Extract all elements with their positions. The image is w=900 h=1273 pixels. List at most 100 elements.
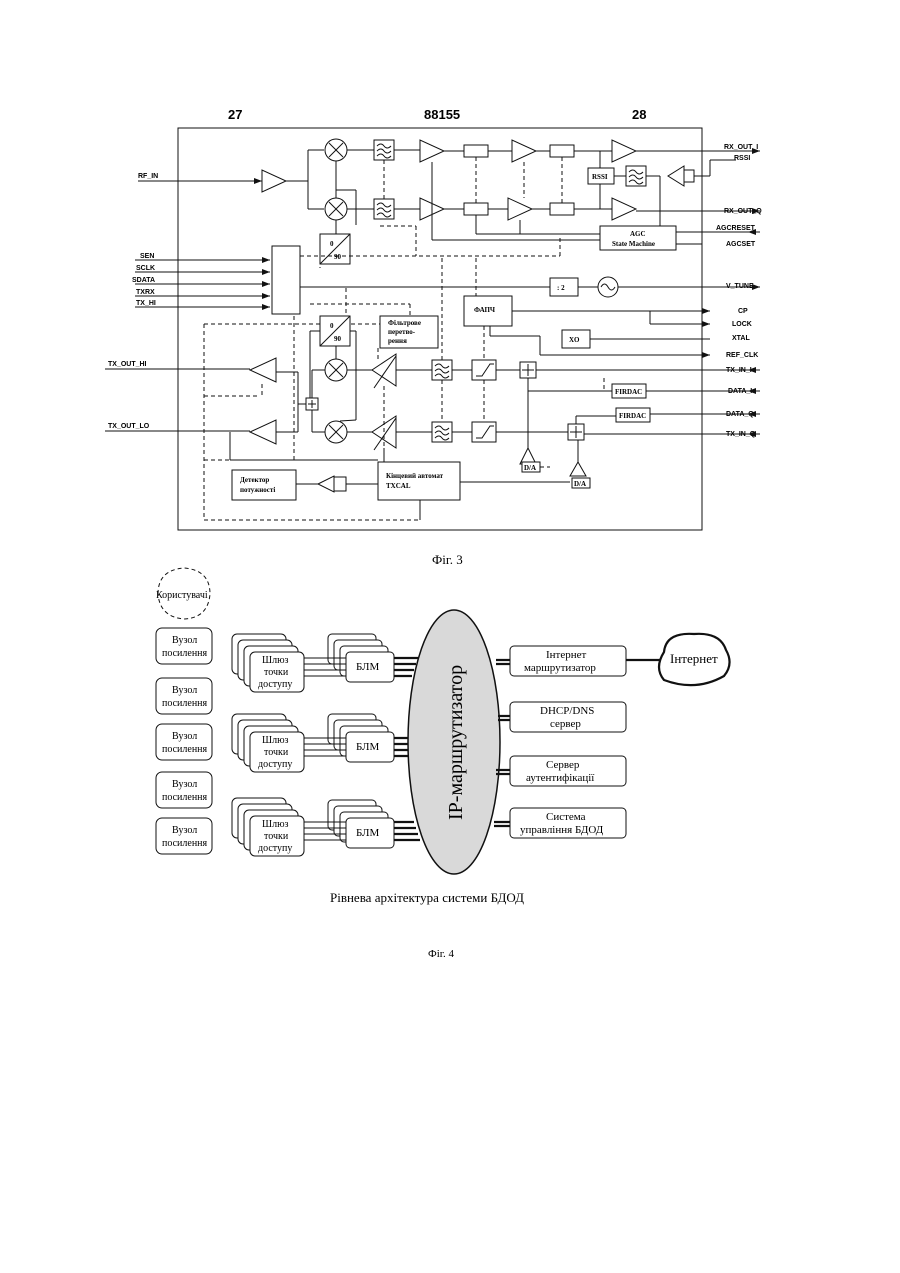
figure-4-subtitle: Рівнева архітектура системи БДОД (330, 890, 524, 905)
blm-stack-3: БЛМ (328, 800, 394, 848)
tx-amp-hi (250, 358, 276, 382)
tx-vga-i (372, 354, 396, 386)
signal-rssi: RSSI (734, 155, 750, 162)
signal-ref-clk: REF_CLK (726, 352, 758, 359)
signal-data-i: DATA_I (728, 388, 752, 395)
header-88155: 88155 (424, 107, 460, 122)
rssi-label: RSSI (592, 173, 608, 181)
rx-amp-i-2 (512, 140, 536, 162)
svg-text:точки: точки (264, 667, 289, 678)
svg-text:доступу: доступу (258, 843, 292, 854)
figure-3: 27 88155 28 RF_IN SEN SCLK SDATA TXRX TX… (105, 107, 762, 567)
rx-dc-block-q-1 (464, 203, 488, 215)
xo-label: XO (569, 336, 580, 344)
server-dhcp-dns: DHCP/DNS сервер (510, 702, 626, 732)
filter-label-2: перетво- (388, 328, 416, 336)
ip-router-label: IP-маршрутизатор (445, 665, 467, 820)
svg-text:Вузол: Вузол (172, 685, 197, 696)
rssi-filter (626, 166, 646, 186)
fsm-label-2: TXCAL (386, 482, 411, 490)
svg-text:аутентифікації: аутентифікації (526, 772, 595, 784)
da-2-label: D/A (574, 480, 586, 488)
rx-amp-q-out (612, 198, 636, 220)
filter-label-1: Фільтрове (388, 319, 421, 327)
users-label: Користувачі (156, 590, 208, 601)
rx-amp-i-1 (420, 140, 444, 162)
svg-text:маршрутизатор: маршрутизатор (524, 662, 596, 674)
repeater-node-2: Вузол посилення (156, 678, 212, 714)
svg-text:доступу: доступу (258, 759, 292, 770)
svg-text:БЛМ: БЛМ (356, 741, 380, 753)
signal-agcreset: AGCRESET (716, 225, 756, 232)
svg-text:доступу: доступу (258, 679, 292, 690)
figure-3-caption: Фіг. 3 (432, 552, 463, 567)
tx-filter-q (432, 422, 452, 442)
serial-interface-block (272, 246, 300, 314)
detector-buffer (318, 476, 334, 492)
signal-arrows (254, 148, 760, 437)
signal-sclk: SCLK (136, 265, 155, 272)
phase-rx-0: 0 (330, 240, 334, 248)
tx-limiter-i (472, 360, 496, 380)
signal-tx-hi: TX_HI (136, 300, 156, 307)
rf-amplifier (262, 170, 286, 192)
phase-tx-90: 90 (334, 335, 342, 343)
signal-lock: LOCK (732, 321, 752, 328)
gateway-stack-2: Шлюз точки доступу (232, 714, 304, 772)
filter-label-3: рення (388, 337, 407, 345)
gateway-stack-3: Шлюз точки доступу (232, 798, 304, 856)
svg-text:Шлюз: Шлюз (262, 819, 289, 830)
rx-amp-q-2 (508, 198, 532, 220)
detector-label-1: Детектор (240, 476, 269, 484)
repeater-node-3: Вузол посилення (156, 724, 212, 760)
firdac-i-label: FIRDAC (615, 388, 642, 396)
phase-rx-90: 90 (334, 253, 342, 261)
signal-xtal: XTAL (732, 335, 750, 342)
svg-text:Інтернет: Інтернет (546, 649, 587, 661)
signal-sdata: SDATA (132, 277, 155, 284)
repeater-node-4: Вузол посилення (156, 772, 212, 808)
svg-text:посилення: посилення (162, 838, 208, 849)
tx-filter-i (432, 360, 452, 380)
da-2-triangle (570, 462, 586, 476)
header-27: 27 (228, 107, 242, 122)
rssi-buffer (668, 166, 684, 186)
repeater-node-1: Вузол посилення (156, 628, 212, 664)
figure-4: Користувачі Вузол посилення Вузол посиле… (156, 568, 730, 960)
detector-label-2: потужності (240, 486, 275, 494)
firdac-q-label: FIRDAC (619, 412, 646, 420)
pll-label: ФАПЧ (474, 306, 496, 314)
signal-rf-in: RF_IN (138, 173, 158, 180)
rx-dc-block-i-1 (464, 145, 488, 157)
repeater-node-5: Вузол посилення (156, 818, 212, 854)
power-detector (232, 470, 296, 500)
signal-v-tune: V_TUNE (726, 283, 754, 290)
da-1-label: D/A (524, 464, 536, 472)
gateway-stack-1: Шлюз точки доступу (232, 634, 304, 692)
svg-text:БЛМ: БЛМ (356, 661, 380, 673)
rx-filter-q (374, 199, 394, 219)
signal-tx-out-hi: TX_OUT_HI (108, 361, 147, 368)
header-28: 28 (632, 107, 646, 122)
svg-text:точки: точки (264, 747, 289, 758)
phase-tx-0: 0 (330, 322, 334, 330)
svg-text:Вузол: Вузол (172, 779, 197, 790)
svg-text:Вузол: Вузол (172, 825, 197, 836)
svg-text:посилення: посилення (162, 744, 208, 755)
svg-text:БЛМ: БЛМ (356, 827, 380, 839)
svg-text:сервер: сервер (550, 718, 581, 730)
server-internet-router: Інтернет маршрутизатор (510, 646, 626, 676)
divider-label: : 2 (557, 284, 565, 292)
agc-label-2: State Machine (612, 240, 655, 248)
server-management: Система управління БДОД (510, 808, 626, 838)
svg-text:Шлюз: Шлюз (262, 735, 289, 746)
svg-text:Сервер: Сервер (546, 759, 580, 771)
signal-cp: CP (738, 308, 748, 315)
svg-text:Вузол: Вузол (172, 635, 197, 646)
svg-text:посилення: посилення (162, 648, 208, 659)
signal-txrx: TXRX (136, 289, 155, 296)
svg-text:посилення: посилення (162, 698, 208, 709)
svg-text:DHCP/DNS: DHCP/DNS (540, 705, 594, 717)
svg-text:Система: Система (546, 811, 586, 823)
signal-agcset: AGCSET (726, 241, 756, 248)
